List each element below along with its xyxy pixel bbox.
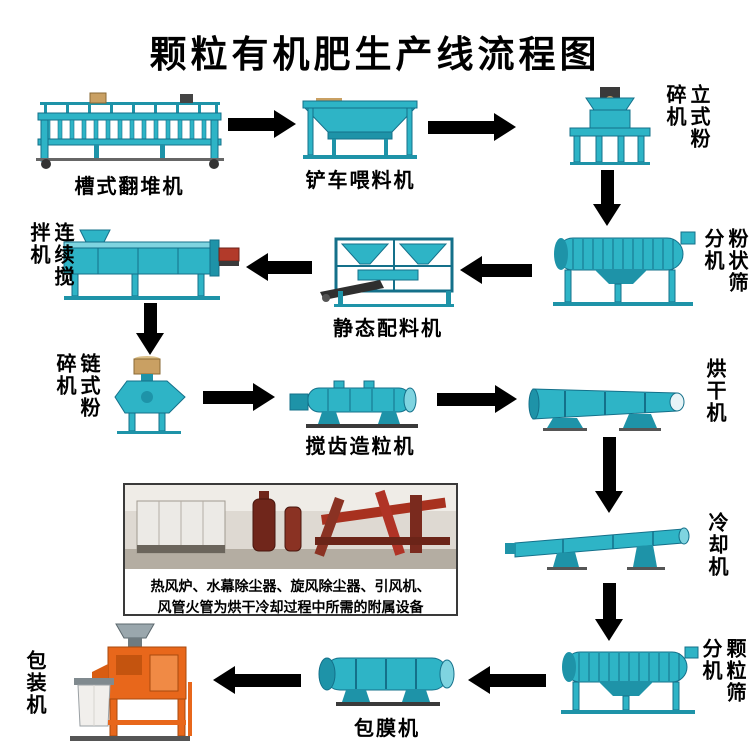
arrow-granule-screener-to-coating	[468, 666, 546, 694]
arrow-head-icon	[595, 619, 623, 641]
arrow-head-icon	[468, 666, 490, 694]
arrow-head-icon	[136, 333, 164, 355]
static-batcher-image	[318, 236, 458, 313]
auxiliary-equipment-box: 热风炉、水幕除尘器、旋风除尘器、引风机、 风管火管为烘干冷却过程中所需的附属设备	[123, 483, 458, 616]
label-tooth-granulator: 搅齿造粒机	[305, 436, 416, 458]
arrow-head-icon	[593, 204, 621, 226]
arrow-head-icon	[246, 253, 268, 281]
auxiliary-equipment-photo	[125, 485, 456, 569]
page-title: 颗粒有机肥生产线流程图	[149, 34, 601, 75]
loader-feeder-image	[298, 98, 423, 165]
label-dryer: 烘干机	[703, 358, 725, 424]
arrow-cooler-to-granule-screener	[595, 583, 623, 641]
label-packing-machine: 包装机	[23, 650, 45, 716]
label-granule-screener: 颗粒筛分机	[699, 638, 745, 704]
label-vertical-crusher: 立式粉碎机	[663, 84, 709, 150]
tooth-granulator-image	[288, 380, 433, 435]
coating-machine-image	[308, 650, 466, 715]
continuous-mixer-image	[58, 226, 243, 307]
arrow-coating-to-packing	[213, 666, 301, 694]
arrow-feeder-to-crusher	[428, 113, 516, 141]
arrow-head-icon	[495, 385, 517, 413]
label-powder-screener: 粉状筛分机	[701, 228, 747, 294]
arrow-granulator-to-dryer	[437, 385, 517, 413]
arrow-turner-to-feeder	[228, 110, 296, 138]
label-coating-machine: 包膜机	[354, 718, 420, 740]
label-cooler: 冷却机	[705, 512, 727, 578]
arrow-head-icon	[595, 491, 623, 513]
auxiliary-caption-line1: 热风炉、水幕除尘器、旋风除尘器、引风机、	[150, 578, 431, 594]
auxiliary-caption: 热风炉、水幕除尘器、旋风除尘器、引风机、 风管火管为烘干冷却过程中所需的附属设备	[125, 576, 456, 617]
label-chain-crusher: 链式粉碎机	[53, 353, 99, 419]
label-loader-feeder: 铲车喂料机	[305, 170, 416, 192]
label-trough-turner: 槽式翻堆机	[74, 176, 185, 198]
arrow-chain-crusher-to-granulator	[203, 383, 275, 411]
arrow-powder-screener-to-batcher	[460, 256, 532, 284]
packing-machine-image	[52, 622, 200, 747]
arrow-crusher-to-powder-screener	[593, 170, 621, 226]
label-continuous-mixer: 连续搅拌机	[27, 222, 73, 288]
arrow-dryer-to-cooler	[595, 437, 623, 513]
arrow-head-icon	[213, 666, 235, 694]
powder-screener-image	[543, 226, 701, 313]
arrow-head-icon	[274, 110, 296, 138]
arrow-head-icon	[494, 113, 516, 141]
arrow-mixer-to-chain-crusher	[136, 303, 164, 355]
dryer-image	[525, 378, 693, 438]
auxiliary-caption-line2: 风管火管为烘干冷却过程中所需的附属设备	[157, 598, 424, 615]
chain-crusher-image	[103, 355, 198, 440]
cooler-image	[503, 515, 701, 578]
arrow-batcher-to-mixer	[246, 253, 312, 281]
label-static-batcher: 静态配料机	[333, 318, 443, 340]
vertical-crusher-image	[558, 86, 660, 171]
arrow-head-icon	[460, 256, 482, 284]
trough-turner-image	[32, 92, 227, 175]
granule-screener-image	[553, 642, 703, 721]
arrow-head-icon	[253, 383, 275, 411]
